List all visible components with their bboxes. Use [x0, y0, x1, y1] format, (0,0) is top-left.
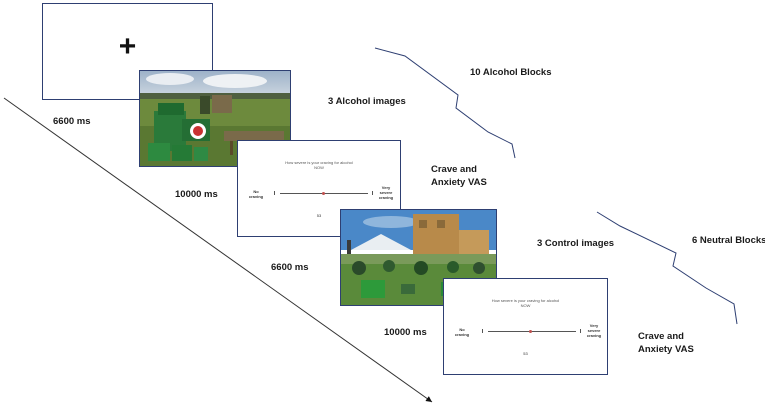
timing-control-images: 6600 ms [271, 262, 309, 273]
timeline-arrow [3, 97, 433, 403]
label-vas-alcohol: Crave and Anxiety VAS [431, 164, 487, 188]
vas-right-tick [580, 329, 581, 333]
vas-left-anchor: No craving [248, 189, 264, 199]
vas-question: How severe is your craving for alcohol [285, 160, 353, 165]
vas-marker[interactable] [529, 330, 532, 333]
label-neutral-blocks: 6 Neutral Blocks [692, 235, 765, 246]
fixation-cross: + [118, 30, 137, 63]
neutral-blocks-bracket [596, 211, 738, 325]
label-alcohol-blocks: 10 Alcohol Blocks [470, 67, 552, 78]
vas-left-tick [274, 191, 275, 195]
vas-scale-line[interactable] [488, 331, 576, 332]
vas-left-tick [482, 329, 483, 333]
vas-right-anchor: Very severe craving [378, 185, 394, 200]
vas-marker[interactable] [322, 192, 325, 195]
timing-control-vas: 10000 ms [384, 327, 427, 338]
vas-frame-control: How severe is your craving for alcohol N… [443, 278, 608, 375]
vas-question-now: NOW [314, 165, 324, 170]
vas-question: How severe is your craving for alcohol [491, 298, 560, 303]
vas-left-anchor: No craving [454, 327, 470, 337]
label-vas-control: Crave and Anxiety VAS [638, 331, 694, 355]
vas-value: 53 [316, 213, 322, 218]
label-alcohol-images: 3 Alcohol images [328, 96, 406, 107]
vas-right-anchor: Very severe craving [586, 323, 602, 338]
timing-fixation: 6600 ms [53, 116, 91, 127]
alcohol-blocks-bracket [374, 47, 516, 159]
vas-question-now: NOW [520, 303, 531, 308]
timing-alcohol-vas: 10000 ms [175, 189, 218, 200]
vas-value: 53 [523, 351, 528, 356]
label-control-images: 3 Control images [537, 238, 615, 249]
vas-right-tick [372, 191, 373, 195]
